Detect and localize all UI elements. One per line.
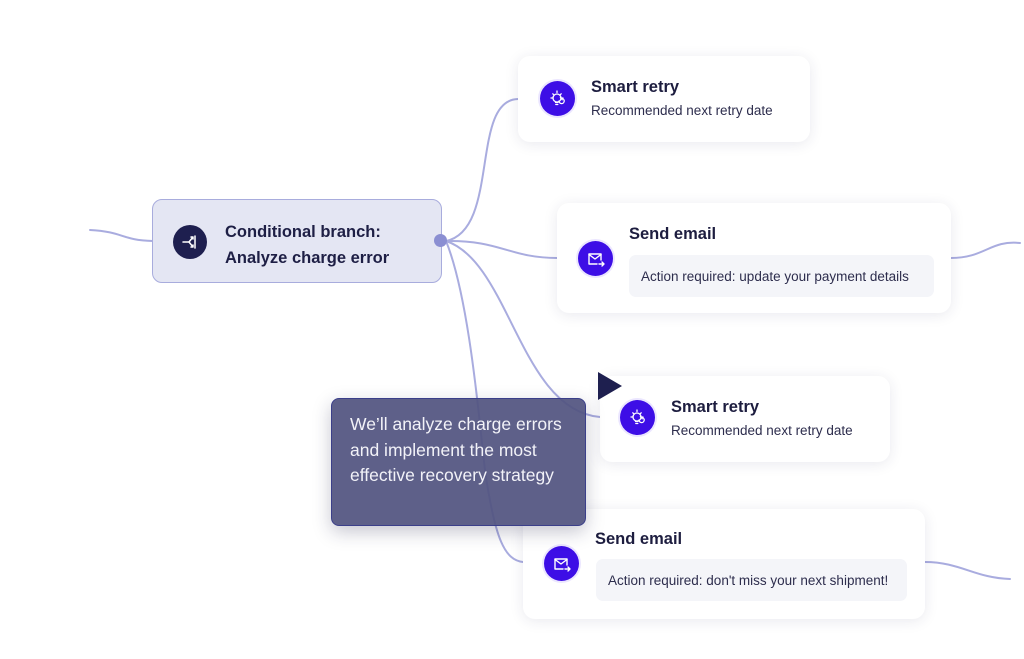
- branch-title: Conditional branch: Analyze charge error: [225, 219, 425, 271]
- email-send-icon: [544, 546, 579, 581]
- smart-retry-subtitle: Recommended next retry date: [671, 423, 853, 438]
- email-send-icon: [578, 241, 613, 276]
- email-subject: Action required: update your payment det…: [629, 255, 934, 297]
- send-email-node[interactable]: Send email Action required: don't miss y…: [523, 509, 925, 619]
- connector-to-smart-retry-1: [445, 98, 519, 242]
- send-email-title: Send email: [629, 225, 717, 243]
- lightbulb-retry-icon: [540, 81, 575, 116]
- conditional-branch-node[interactable]: Conditional branch: Analyze charge error: [152, 199, 442, 283]
- send-email-title: Send email: [595, 530, 683, 548]
- smart-retry-subtitle: Recommended next retry date: [591, 103, 773, 118]
- smart-retry-node[interactable]: Smart retry Recommended next retry date: [518, 56, 810, 142]
- send-email-node[interactable]: Send email Action required: update your …: [557, 203, 951, 313]
- branch-title-line1: Conditional branch:: [225, 223, 381, 241]
- connector-to-send-email-1: [445, 239, 558, 259]
- lightbulb-retry-icon: [620, 400, 655, 435]
- smart-retry-title: Smart retry: [671, 398, 760, 416]
- branch-title-line2: Analyze charge error: [225, 249, 390, 267]
- connector-incoming: [89, 229, 154, 242]
- smart-retry-node[interactable]: Smart retry Recommended next retry date: [600, 376, 890, 462]
- cursor-pointer-icon: [598, 372, 622, 400]
- connector-outgoing-2: [924, 561, 1011, 580]
- connector-outgoing-1: [950, 241, 1021, 259]
- branch-output-handle[interactable]: [434, 234, 447, 247]
- email-subject: Action required: don't miss your next sh…: [596, 559, 907, 601]
- smart-retry-title: Smart retry: [591, 78, 680, 96]
- explanation-tooltip: We’ll analyze charge errors and implemen…: [331, 398, 586, 526]
- branch-split-icon: [173, 225, 207, 259]
